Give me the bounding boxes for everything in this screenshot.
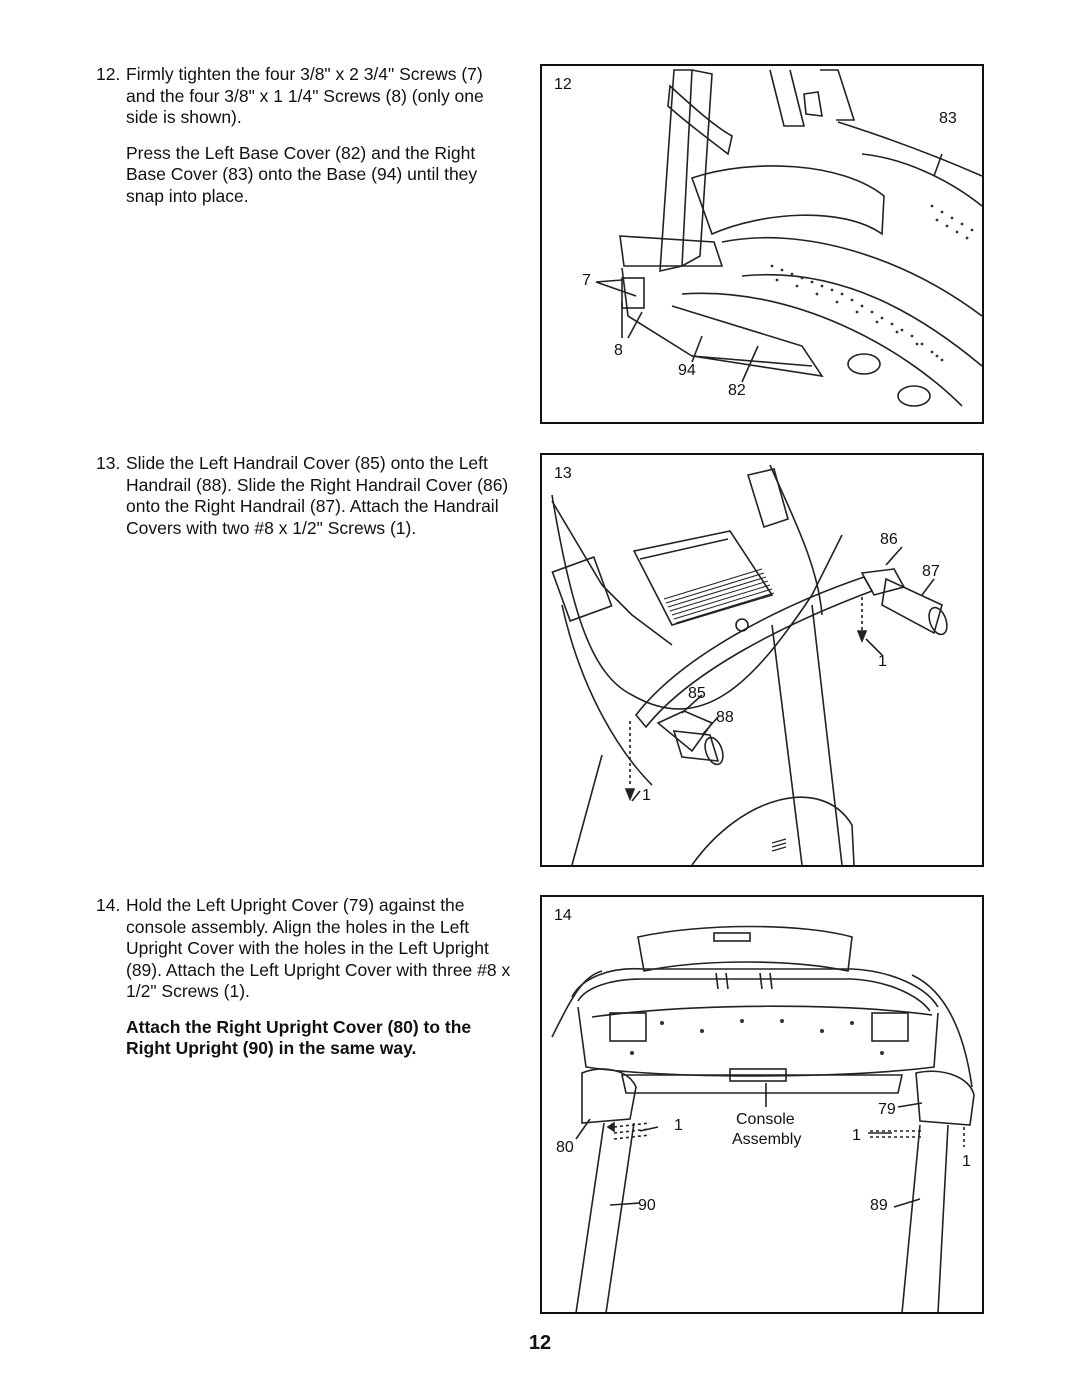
callout-89: 89: [870, 1197, 888, 1214]
callout-1-right: 1: [878, 653, 887, 670]
figure-13: 13 86 87 1 85 88 1: [540, 453, 984, 867]
figure-12-drawing: [595, 69, 982, 407]
step-number: 14.: [96, 895, 121, 915]
callout-80: 80: [556, 1139, 574, 1156]
figure-14-number: 14: [554, 907, 572, 924]
callout-1-right: 1: [852, 1127, 861, 1144]
step-number: 12.: [96, 64, 121, 84]
step-14-paragraph-2: Attach the Right Upright Cover (80) to t…: [126, 1016, 472, 1059]
callout-79: 79: [878, 1101, 896, 1118]
step-13-paragraph-1: Slide the Left Handrail Cover (85) onto …: [126, 453, 509, 538]
step-number: 13.: [96, 453, 121, 473]
step-12-paragraph-2: Press the Left Base Cover (82) and the R…: [126, 142, 478, 206]
callout-1-left: 1: [642, 787, 651, 804]
figure-12-number: 12: [554, 76, 572, 93]
figure-14-drawing: [551, 925, 975, 1312]
figure-14: 14 79 1 Console Assembly 1 80 1 90 89: [540, 895, 984, 1314]
callout-90: 90: [638, 1197, 656, 1214]
callout-8: 8: [614, 342, 623, 359]
page-number: 12: [528, 1332, 552, 1354]
step-14: 14. Hold the Left Upright Cover (79) aga…: [96, 895, 511, 1074]
assembly-label: Assembly: [732, 1131, 802, 1148]
callout-7: 7: [582, 272, 591, 289]
callout-85: 85: [688, 685, 706, 702]
callout-1-far-right: 1: [962, 1153, 971, 1170]
console-label: Console: [736, 1111, 795, 1128]
callout-1-left: 1: [674, 1117, 683, 1134]
callout-82: 82: [728, 382, 746, 399]
figure-12: 12 83 7 8 94 82: [540, 64, 984, 424]
callout-86: 86: [880, 531, 898, 548]
step-13: 13. Slide the Left Handrail Cover (85) o…: [96, 453, 511, 553]
step-12-paragraph-1: Firmly tighten the four 3/8" x 2 3/4" Sc…: [126, 64, 484, 127]
callout-94: 94: [678, 362, 696, 379]
figure-13-drawing: [551, 464, 948, 865]
step-14-paragraph-1: Hold the Left Upright Cover (79) against…: [126, 895, 511, 1001]
callout-83: 83: [939, 110, 957, 127]
figure-13-number: 13: [554, 465, 572, 482]
callout-88: 88: [716, 709, 734, 726]
callout-87: 87: [922, 563, 940, 580]
step-12: 12. Firmly tighten the four 3/8" x 2 3/4…: [96, 64, 511, 221]
